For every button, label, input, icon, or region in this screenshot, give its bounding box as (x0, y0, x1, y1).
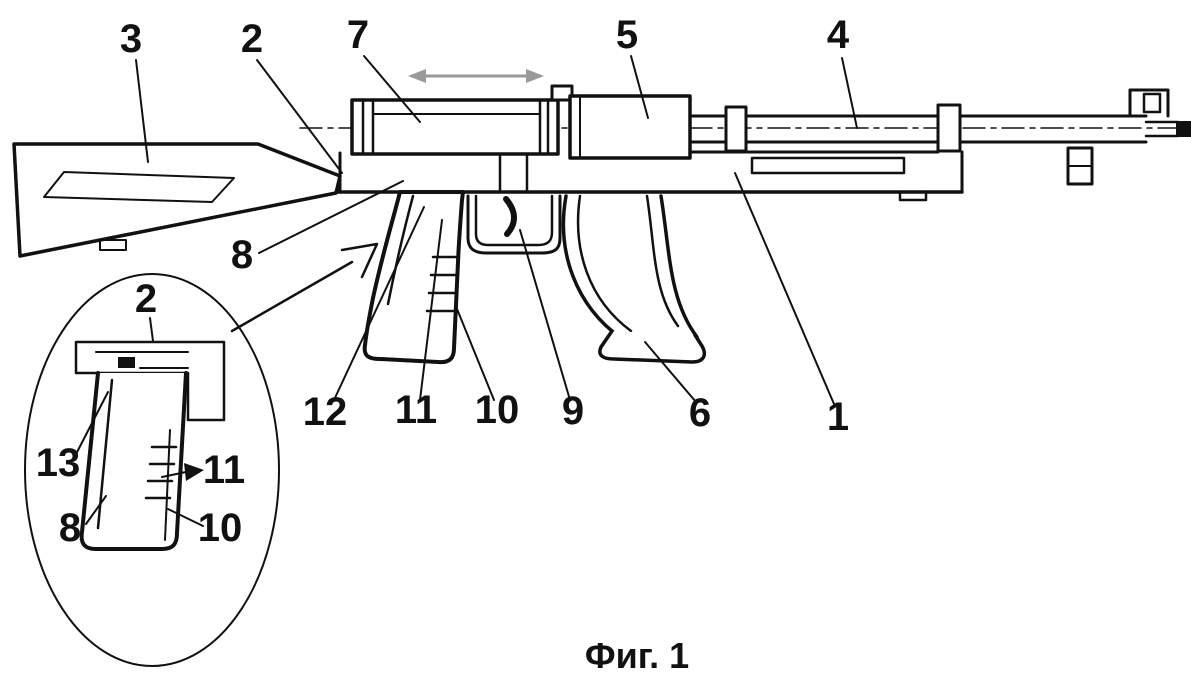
handguard-slot (750, 156, 906, 175)
motion-arrow (408, 69, 544, 83)
leader-7 (363, 55, 421, 123)
leader-4 (841, 57, 858, 129)
motion-arrow-left-head (408, 69, 426, 83)
buttstock-inner-cut (43, 171, 235, 203)
rear-sight-tab (550, 84, 574, 102)
main-leader-lines (135, 55, 858, 405)
callout-6: 6 (689, 391, 711, 435)
sling-swivel (898, 190, 928, 202)
inset-latch-block (118, 357, 135, 368)
leader-12 (333, 206, 425, 401)
gas-chamber-block (568, 94, 692, 160)
inset-callout-2: 2 (135, 277, 157, 321)
magazine-front-edge (561, 194, 623, 340)
magazine-back-edge (659, 194, 699, 339)
magazine-front-inner (576, 194, 633, 333)
inset-leader-11-arrowhead (184, 463, 204, 481)
leader-1 (734, 172, 835, 405)
inset-grip-serrations (144, 445, 178, 500)
dust-cover-front-ribs (538, 98, 550, 156)
main-callouts: 3 2 7 5 4 8 12 11 10 9 6 1 (120, 13, 850, 439)
inset-leader-13 (73, 391, 109, 459)
inset-pointer-shaft (230, 260, 354, 333)
inset-ellipse (24, 273, 280, 667)
inset-highlight-part-2 (74, 340, 226, 422)
buttstock-plate-detail (99, 239, 127, 251)
callout-12: 12 (303, 390, 348, 434)
callout-7: 7 (347, 13, 369, 57)
leader-5 (630, 55, 649, 119)
trigger-guard-inner (474, 194, 554, 247)
inset-callout-11: 11 (203, 448, 245, 492)
callout-3: 3 (120, 17, 142, 61)
grip-inner-line (386, 194, 415, 306)
leader-11 (419, 219, 443, 401)
callout-8: 8 (231, 233, 253, 277)
inset-pointer-arrow (230, 242, 379, 333)
dust-cover-assembly (350, 84, 574, 156)
inset-leader-2 (149, 317, 154, 342)
magazine-back-inner (645, 194, 680, 328)
gas-block-body (568, 94, 692, 160)
callout-9: 9 (562, 389, 584, 433)
gas-tube-band (936, 103, 962, 153)
inset-leader-10 (167, 508, 204, 527)
leader-8 (258, 180, 404, 254)
leader-3 (135, 59, 149, 163)
magazine-floorplate (598, 329, 706, 364)
callout-4: 4 (827, 13, 850, 57)
front-sight-post (1142, 92, 1162, 114)
figure-caption: Фиг. 1 (585, 635, 689, 676)
callout-1: 1 (827, 395, 849, 439)
magazine (561, 194, 706, 364)
inset-callout-10: 10 (198, 506, 243, 550)
callout-10: 10 (475, 388, 520, 432)
buttstock (12, 142, 342, 258)
dust-cover-rear-ribs (361, 98, 375, 156)
barrel-assembly (688, 88, 1191, 186)
inset-leader-11 (161, 471, 187, 478)
front-sight (1128, 88, 1170, 118)
grip-serrations (425, 255, 461, 313)
trigger-group (466, 194, 562, 255)
dust-cover-body (350, 98, 560, 156)
inset-callout-8: 8 (59, 506, 81, 550)
leader-9 (519, 229, 571, 401)
detail-inset: 2 13 8 11 10 (24, 273, 280, 667)
motion-arrow-right-head (526, 69, 544, 83)
inset-pointer-head (340, 242, 379, 279)
callout-11: 11 (395, 388, 437, 432)
trigger-guard-outer (466, 194, 562, 255)
callout-2: 2 (241, 17, 263, 61)
muzzle-lines (1144, 120, 1180, 138)
grip-outline (362, 190, 465, 365)
leader-10 (454, 303, 495, 401)
barrel-band-rear (724, 105, 748, 153)
pistol-grip (362, 190, 465, 365)
trigger (503, 196, 517, 237)
muzzle-tip (1176, 121, 1191, 137)
inset-callout-13: 13 (36, 441, 81, 485)
inset-grip-inner-right (164, 429, 171, 541)
callout-5: 5 (616, 13, 638, 57)
leader-6 (644, 341, 697, 403)
inset-leader-8 (85, 495, 107, 525)
leader-2 (256, 59, 343, 174)
